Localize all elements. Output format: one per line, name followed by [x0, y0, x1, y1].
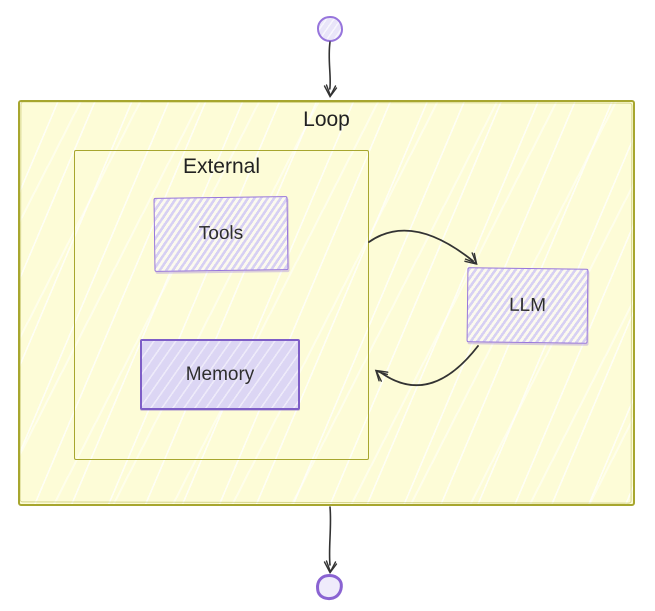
end-node [314, 572, 345, 602]
memory-label: Memory [185, 363, 255, 385]
arrowhead-icon [323, 560, 338, 575]
node-memory: Memory [140, 339, 300, 410]
llm-label: LLM [508, 294, 547, 316]
loop-subgraph: Loop External Tools Memory LLM [18, 100, 635, 506]
external-label: External [182, 155, 261, 178]
edge-start-to-loop [323, 41, 338, 99]
node-tools: Tools [153, 196, 289, 272]
node-llm: LLM [466, 267, 589, 344]
external-subgraph: External Tools Memory [74, 150, 369, 460]
loop-label: Loop [303, 108, 350, 131]
tools-label: Tools [198, 222, 244, 245]
start-node [317, 16, 343, 42]
arrowhead-icon [323, 84, 338, 99]
edge-loop-to-end [323, 506, 338, 575]
